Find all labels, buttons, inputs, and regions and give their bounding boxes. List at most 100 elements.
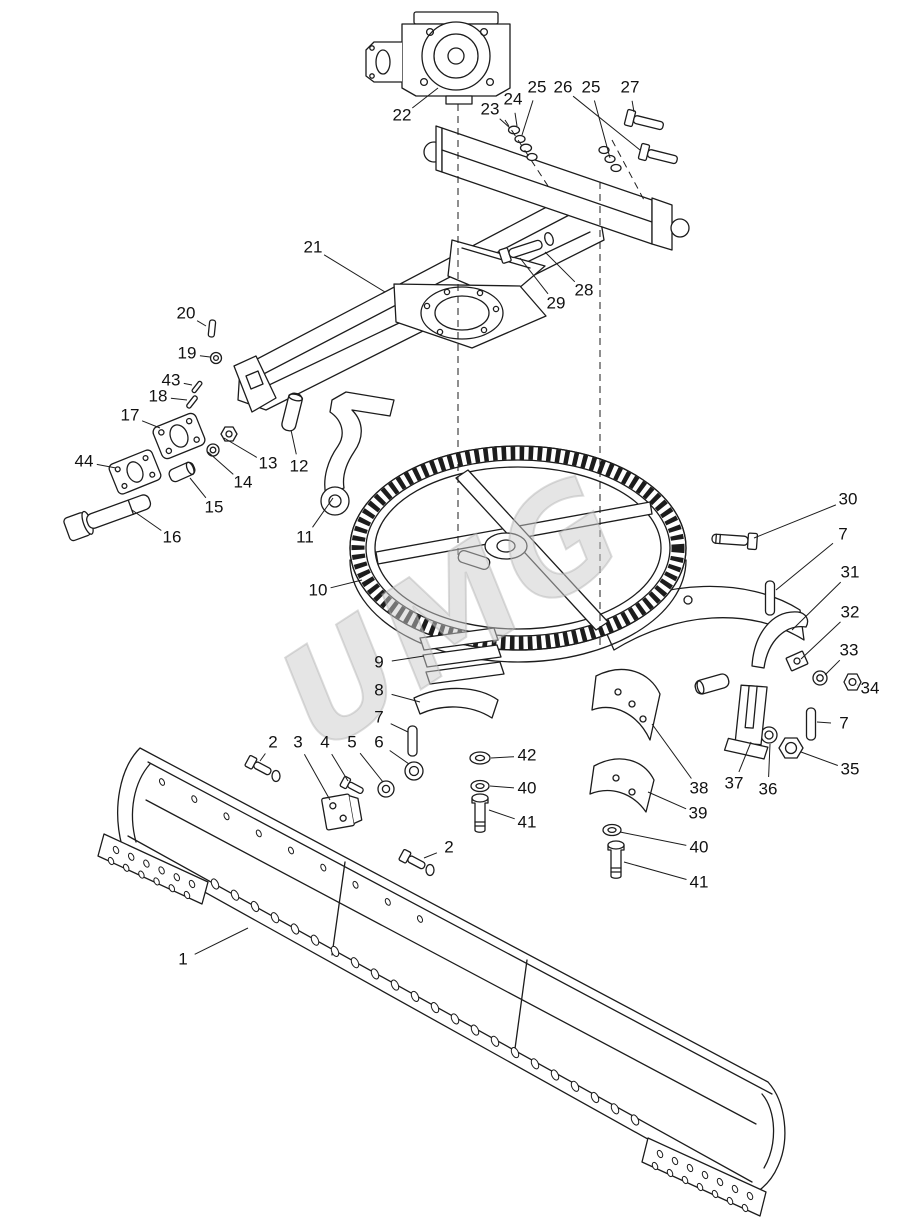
callout-12-18: 12: [290, 429, 308, 475]
leader-line-33-27: [824, 659, 841, 676]
bolt-hole: [270, 912, 280, 924]
part-number-19-11: 19: [178, 343, 197, 362]
part-number-15-19: 15: [205, 497, 224, 516]
callout-31-25: 31: [791, 562, 859, 631]
callout-18-13: 18: [149, 386, 188, 405]
bolt-hole: [350, 957, 360, 969]
callout-26-4: 26: [554, 77, 641, 151]
nut-35: [778, 737, 804, 759]
part-number-8-38: 8: [374, 680, 383, 699]
bolt-hole: [223, 812, 230, 821]
bolt-hole: [352, 880, 359, 889]
bolt-hole: [746, 1191, 754, 1201]
part-10-circle-gear: [349, 445, 687, 663]
leader-line-7-29: [816, 721, 832, 724]
part-number-39-34: 39: [689, 803, 708, 822]
bolt-41a: [471, 793, 489, 833]
part-9-wear-plates: [419, 627, 505, 685]
bolt-hole: [430, 1002, 440, 1014]
part-number-28-8: 28: [575, 280, 594, 299]
bolt-hole: [320, 863, 327, 872]
callout-10-22: 10: [309, 579, 363, 599]
leader-line-13-16: [223, 437, 258, 458]
cutting-edge-left: [97, 833, 209, 905]
leader-line-25-3: [521, 100, 534, 136]
bolt-hole: [255, 829, 262, 838]
bolt-hole: [416, 915, 424, 923]
part-number-23-1: 23: [481, 99, 500, 118]
callout-5-43: 5: [347, 732, 384, 783]
leader-line-28-8: [544, 251, 576, 283]
leader-line-2-40: [259, 753, 266, 762]
bolt-hole: [210, 878, 220, 890]
part-number-13-16: 13: [259, 453, 278, 472]
callout-36-31: 36: [759, 743, 777, 798]
part-number-6-44: 6: [374, 732, 383, 751]
part-8-shoe: [413, 687, 499, 719]
callout-15-19: 15: [189, 477, 224, 516]
callout-17-14: 17: [121, 405, 161, 429]
pivot-pin: [694, 673, 730, 695]
bolt-hole: [666, 1168, 674, 1178]
bushing-15: [168, 461, 196, 483]
washer-36: [760, 726, 778, 744]
leader-line-40-35: [619, 831, 687, 846]
leader-line-37-32: [738, 741, 752, 773]
callout-29-9: 29: [519, 257, 566, 312]
flange-17: [152, 412, 206, 460]
callout-27-6: 27: [621, 77, 639, 113]
callout-7-24: 7: [775, 524, 848, 591]
callout-32-26: 32: [800, 602, 859, 660]
callout-16-20: 16: [131, 509, 181, 546]
callout-40-46: 40: [489, 778, 536, 797]
bolt-30: [711, 532, 759, 551]
callout-40-35: 40: [619, 831, 709, 856]
leader-line-10-22: [330, 579, 363, 589]
gasket-44: [108, 449, 162, 495]
part-number-10-22: 10: [309, 580, 328, 599]
part-number-22-0: 22: [393, 105, 412, 124]
leader-line-14-17: [207, 451, 234, 475]
fasteners-40-41-42: [469, 751, 625, 879]
pin-7-lower: [805, 707, 817, 741]
callout-19-11: 19: [178, 343, 211, 362]
leader-line-26-4: [572, 95, 641, 151]
bolt-hole: [127, 852, 135, 861]
leader-line-4-42: [331, 753, 349, 782]
bolt-hole: [183, 890, 191, 900]
bolt-hole: [138, 870, 145, 879]
part-number-29-9: 29: [547, 293, 566, 312]
callout-21-7: 21: [304, 237, 386, 293]
part-number-9-37: 9: [374, 652, 383, 671]
bolt-hole: [656, 1149, 664, 1159]
part-1-moldboard: [97, 747, 786, 1217]
left-fasteners: [63, 319, 304, 542]
part-number-4-42: 4: [320, 732, 329, 751]
callout-44-15: 44: [75, 451, 117, 470]
part-number-25-5: 25: [582, 77, 601, 96]
bolt-hole: [384, 898, 391, 906]
bolt-hole: [250, 900, 260, 913]
callout-42-45: 42: [490, 745, 536, 764]
part-number-24-2: 24: [504, 89, 523, 108]
bolt-hole: [696, 1182, 704, 1192]
callout-22-0: 22: [393, 87, 439, 124]
callout-30-23: 30: [753, 489, 857, 539]
callout-41-36: 41: [623, 861, 708, 891]
leader-line-31-25: [791, 581, 842, 631]
leader-line-41-47: [488, 809, 515, 820]
part-number-40-35: 40: [690, 837, 709, 856]
part-number-34-28: 34: [861, 678, 880, 697]
callout-33-27: 33: [824, 640, 858, 676]
bolt-hole: [450, 1013, 460, 1025]
leader-line-40-46: [489, 785, 515, 789]
leader-line-32-26: [800, 621, 841, 660]
bolt-hole: [590, 1091, 600, 1104]
leader-line-16-20: [131, 509, 162, 531]
part-number-3-41: 3: [293, 732, 302, 751]
bolt-hole: [122, 863, 130, 872]
fasteners-28-29: [498, 232, 554, 264]
leader-line-5-43: [359, 752, 384, 783]
bolt-hole: [726, 1196, 734, 1206]
